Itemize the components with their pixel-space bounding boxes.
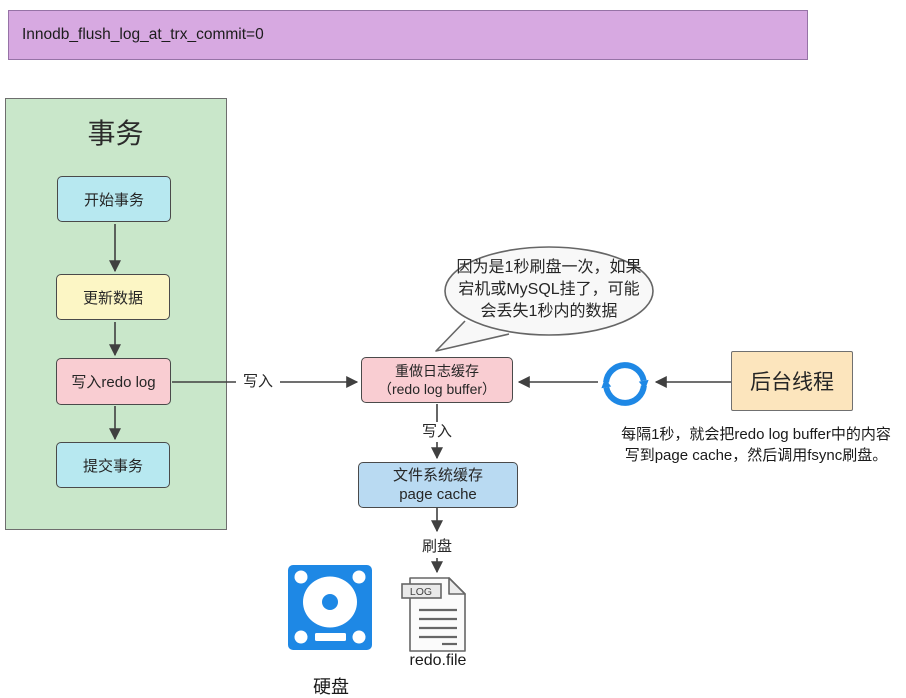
log-file-icon: LOG (401, 577, 466, 652)
config-banner: Innodb_flush_log_at_trx_commit=0 (8, 10, 808, 60)
node-update-data-label: 更新数据 (82, 289, 143, 307)
edge-label-write-to-cache: 写入 (415, 422, 459, 442)
page-cache-line-1: 文件系统缓存 (392, 467, 483, 484)
redo-log-buffer-line-1: 重做日志缓存 (395, 363, 479, 379)
background-thread-node: 后台线程 (731, 351, 853, 411)
caption-line-1: 每隔1秒，就会把redo log buffer中的内容 (621, 426, 891, 443)
node-begin-transaction: 开始事务 (57, 176, 171, 222)
node-write-redo-log: 写入redo log (56, 358, 171, 405)
node-commit-transaction-label: 提交事务 (82, 457, 143, 475)
caption-text: 每隔1秒，就会把redo log buffer中的内容 写到page cache… (606, 424, 906, 466)
transaction-group: 事务 开始事务 更新数据 写入redo log 提交事务 (5, 98, 227, 530)
speech-bubble-line-3: 会丢失1秒内的数据 (480, 303, 618, 320)
edge-label-write-to-buffer: 写入 (236, 372, 280, 392)
page-cache-node: 文件系统缓存 page cache (358, 462, 518, 508)
log-file-tag: LOG (410, 586, 432, 598)
sync-icon (601, 362, 649, 406)
node-commit-transaction: 提交事务 (56, 442, 170, 488)
redo-log-buffer-node: 重做日志缓存 （redo log buffer） (361, 357, 513, 403)
redo-log-buffer-line-2: （redo log buffer） (377, 381, 497, 397)
disk-icon (288, 565, 372, 650)
background-thread-label: 后台线程 (750, 371, 834, 394)
redo-file-label: redo.file (409, 652, 467, 669)
hard-disk-label: 硬盘 (313, 677, 349, 697)
page-cache-line-2: page cache (399, 486, 477, 503)
speech-bubble-line-2: 宕机或MySQL挂了，可能 (458, 281, 640, 298)
transaction-group-title: 事务 (87, 118, 144, 149)
speech-bubble-text: 因为是1秒刷盘一次，如果 宕机或MySQL挂了，可能 会丢失1秒内的数据 (444, 257, 654, 323)
node-begin-transaction-label: 开始事务 (83, 191, 144, 209)
node-write-redo-log-label: 写入redo log (71, 374, 156, 391)
config-banner-text: Innodb_flush_log_at_trx_commit=0 (22, 26, 264, 43)
speech-bubble-line-1: 因为是1秒刷盘一次，如果 (456, 259, 642, 276)
caption-line-2: 写到page cache，然后调用fsync刷盘。 (624, 447, 888, 464)
speech-bubble-tail (435, 320, 510, 352)
node-update-data: 更新数据 (56, 274, 170, 320)
edge-label-flush: 刷盘 (415, 537, 459, 557)
